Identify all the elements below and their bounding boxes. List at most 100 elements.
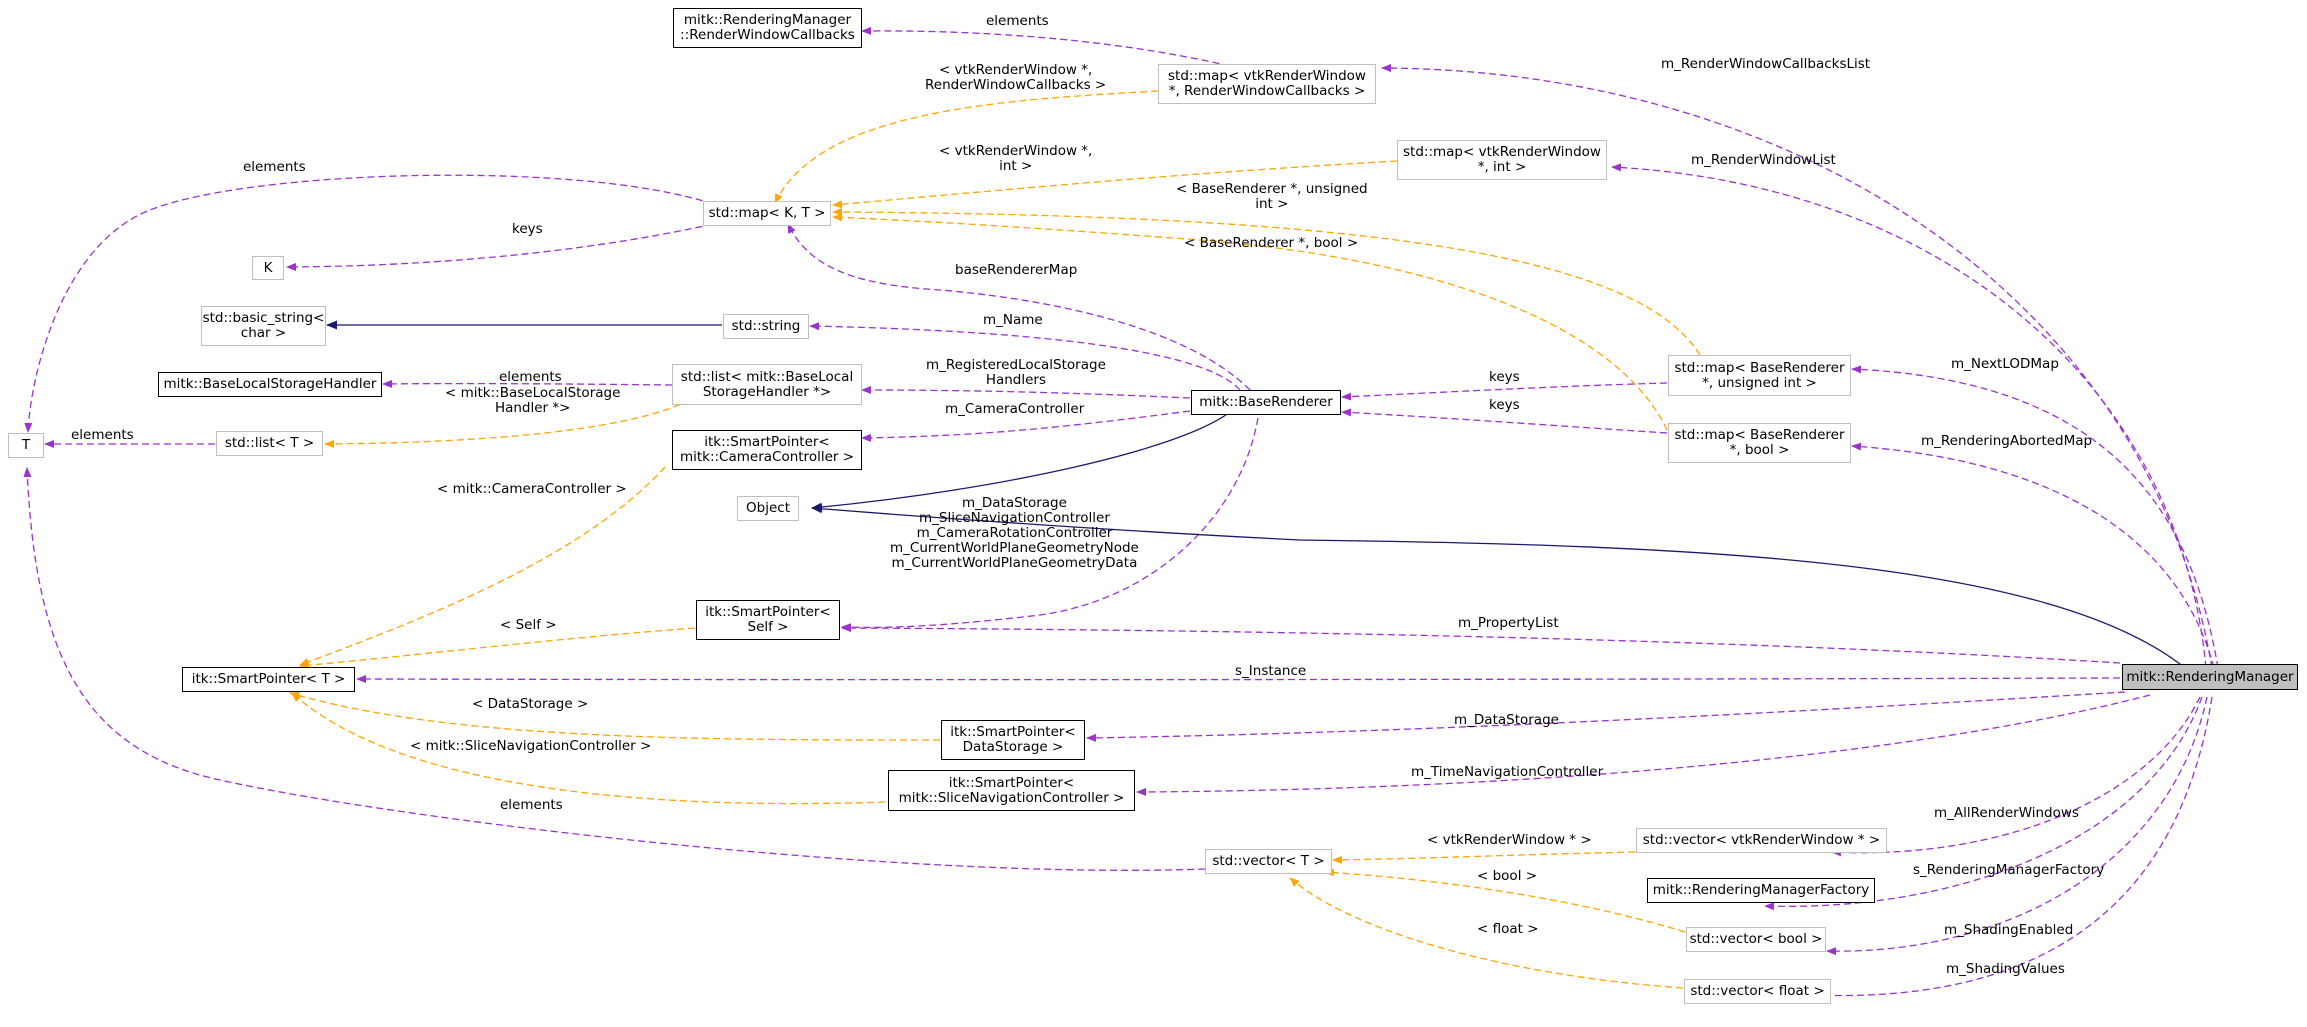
node-list-t[interactable]: std::list< T > <box>216 431 323 456</box>
node-map-render-window-int[interactable]: std::map< vtkRenderWindow *, int > <box>1397 140 1607 180</box>
edge-base-renderer-map <box>787 223 1251 391</box>
edge-label-line: < vtkRenderWindow *, <box>938 62 1093 78</box>
node-label-line: *, RenderWindowCallbacks > <box>1168 83 1366 99</box>
node-render-window-callbacks[interactable]: mitk::RenderingManager ::RenderWindowCal… <box>673 8 862 48</box>
node-label-line: std::list< mitk::BaseLocal <box>680 368 854 385</box>
node-map-base-renderer-uint[interactable]: std::map< BaseRenderer *, unsigned int > <box>1668 355 1851 396</box>
edge-label-line: int > <box>1255 196 1289 212</box>
edge-m-render-window-callbacks-list <box>1381 64 2213 669</box>
edge-label-m-all-render-windows: m_AllRenderWindows <box>1934 805 2079 821</box>
edge-tpl-bool <box>1324 868 1686 933</box>
edge-m-shading-enabled <box>1826 696 2208 956</box>
edge-tpl-self <box>299 627 696 670</box>
edge-label-m-name: m_Name <box>983 312 1043 328</box>
node-label-line: Self > <box>747 619 789 635</box>
edge-m-rendering-aborted-map <box>1851 442 2215 669</box>
node-smartpointer-t[interactable]: itk::SmartPointer< T > <box>182 667 355 692</box>
edge-label-m-shading-enabled: m_ShadingEnabled <box>1944 922 2074 938</box>
edge-m-time-navigation-controller <box>1136 694 2151 796</box>
node-vector-t[interactable]: std::vector< T > <box>1205 849 1332 874</box>
edge-local-storage-elements <box>382 379 673 388</box>
node-basic-string[interactable]: std::basic_string< char > <box>201 306 326 346</box>
edge-label-s-rendering-manager-factory: s_RenderingManagerFactory <box>1913 862 2105 878</box>
edge-label-line: m_DataStorage <box>961 495 1067 511</box>
edge-label-m-rendering-aborted-map: m_RenderingAbortedMap <box>1921 433 2093 449</box>
edge-tpl-base-renderer-uint <box>832 208 1701 356</box>
node-base-local-storage-handler[interactable]: mitk::BaseLocalStorageHandler <box>158 372 382 397</box>
node-vector-float[interactable]: std::vector< float > <box>1684 979 1831 1004</box>
node-label: Object <box>746 500 790 516</box>
edge-tpl-vtk-int <box>832 160 1398 209</box>
node-label: mitk::BaseRenderer <box>1199 394 1333 410</box>
node-smartpointer-camera-controller[interactable]: itk::SmartPointer< mitk::CameraControlle… <box>672 430 862 470</box>
edge-label-tpl-base-renderer-bool: < BaseRenderer *, bool > <box>1184 235 1359 251</box>
node-object[interactable]: Object <box>737 496 799 521</box>
edge-s-instance <box>356 675 2121 684</box>
edge-inherit-base-renderer <box>811 411 1231 512</box>
edge-callbacks-elements <box>861 26 1231 67</box>
node-smartpointer-data-storage[interactable]: itk::SmartPointer< DataStorage > <box>941 720 1085 760</box>
edge-m-next-lod-map <box>1851 365 2219 669</box>
node-label-line: std::basic_string< <box>202 310 325 326</box>
edge-tpl-float <box>1289 877 1684 989</box>
edge-label-tpl-data-storage: < DataStorage > <box>472 696 589 712</box>
edge-label-tpl-slice-nav: < mitk::SliceNavigationController > <box>410 738 652 754</box>
edge-m-camera-controller <box>861 410 1191 442</box>
edge-inherit-rendering-manager <box>811 504 2186 669</box>
node-k[interactable]: K <box>252 256 284 280</box>
node-label-line: std::map< BaseRenderer <box>1674 359 1845 376</box>
node-smartpointer-self[interactable]: itk::SmartPointer< Self > <box>696 600 840 640</box>
node-t[interactable]: T <box>8 433 44 458</box>
edge-tpl-camera-controller <box>299 466 666 666</box>
node-label-line: std::map< BaseRenderer <box>1674 427 1845 443</box>
edge-label-line: m_CurrentWorldPlaneGeometryData <box>891 555 1138 571</box>
edge-tpl-data-storage <box>289 691 941 741</box>
node-vector-vtk-render-window[interactable]: std::vector< vtkRenderWindow * > <box>1636 828 1887 853</box>
edge-tpl-base-renderer-bool <box>832 213 1668 431</box>
node-base-renderer[interactable]: mitk::BaseRenderer <box>1191 390 1341 415</box>
node-label-line: itk::SmartPointer< <box>950 724 1076 740</box>
node-std-string[interactable]: std::string <box>723 314 809 339</box>
node-label-line: mitk::SliceNavigationController > <box>898 789 1125 806</box>
edge-label-tpl-base-renderer-uint: < BaseRenderer *, unsigned int > <box>1176 182 1368 212</box>
edge-label-m-camera-controller: m_CameraController <box>945 401 1085 417</box>
edge-label-line: Handlers <box>985 372 1047 388</box>
edge-label-line: < mitk::BaseLocalStorage <box>445 385 621 401</box>
edge-map-k-keys <box>286 223 714 271</box>
edge-s-rendering-manager-factory <box>1764 696 2203 911</box>
node-label: std::map< K, T > <box>708 205 826 221</box>
node-rendering-manager-factory[interactable]: mitk::RenderingManagerFactory <box>1647 878 1875 903</box>
node-list-base-local-storage-handler[interactable]: std::list< mitk::BaseLocal StorageHandle… <box>672 364 862 405</box>
node-label: mitk::RenderingManagerFactory <box>1652 882 1870 898</box>
edge-label-s-instance: s_Instance <box>1235 663 1307 679</box>
edge-map-t-elements <box>24 174 714 433</box>
node-label: mitk::RenderingManager <box>2126 668 2294 685</box>
edge-label-tpl-vtk-render-window-ptr: < vtkRenderWindow * > <box>1427 832 1592 848</box>
node-label-line: itk::SmartPointer< <box>705 604 831 620</box>
edge-label-keys-bool: keys <box>1489 397 1520 413</box>
node-label: std::vector< float > <box>1690 983 1825 999</box>
edge-label-elements-list-t: elements <box>71 427 134 443</box>
edge-label-line: Handler *> <box>494 400 571 416</box>
edge-label-m-next-lod-map: m_NextLODMap <box>1951 356 2059 372</box>
node-map-k-t[interactable]: std::map< K, T > <box>703 201 831 226</box>
edge-label-m-time-navigation-controller: m_TimeNavigationController <box>1411 764 1604 780</box>
node-map-base-renderer-bool[interactable]: std::map< BaseRenderer *, bool > <box>1668 423 1851 463</box>
node-map-render-window-callbacks[interactable]: std::map< vtkRenderWindow *, RenderWindo… <box>1158 64 1376 104</box>
node-label: std::string <box>731 318 801 334</box>
node-rendering-manager[interactable]: mitk::RenderingManager <box>2122 664 2298 690</box>
node-label: T <box>21 437 31 453</box>
edge-label-line: < vtkRenderWindow *, <box>939 143 1093 159</box>
node-smartpointer-slice-nav[interactable]: itk::SmartPointer< mitk::SliceNavigation… <box>888 770 1135 811</box>
edge-m-name <box>809 322 1241 391</box>
edge-label-keys-uint: keys <box>1489 369 1520 385</box>
edge-m-render-window-list <box>1611 163 2207 669</box>
node-label-line: DataStorage > <box>962 739 1064 755</box>
node-vector-bool[interactable]: std::vector< bool > <box>1686 927 1826 952</box>
edge-vector-t-elements <box>23 467 1206 871</box>
node-label-line: char > <box>240 325 287 341</box>
node-label-line: StorageHandler *> <box>702 383 832 400</box>
edge-label-tpl-vtk-int: < vtkRenderWindow *, int > <box>939 144 1092 174</box>
node-label-line: mitk::RenderingManager <box>683 12 852 28</box>
